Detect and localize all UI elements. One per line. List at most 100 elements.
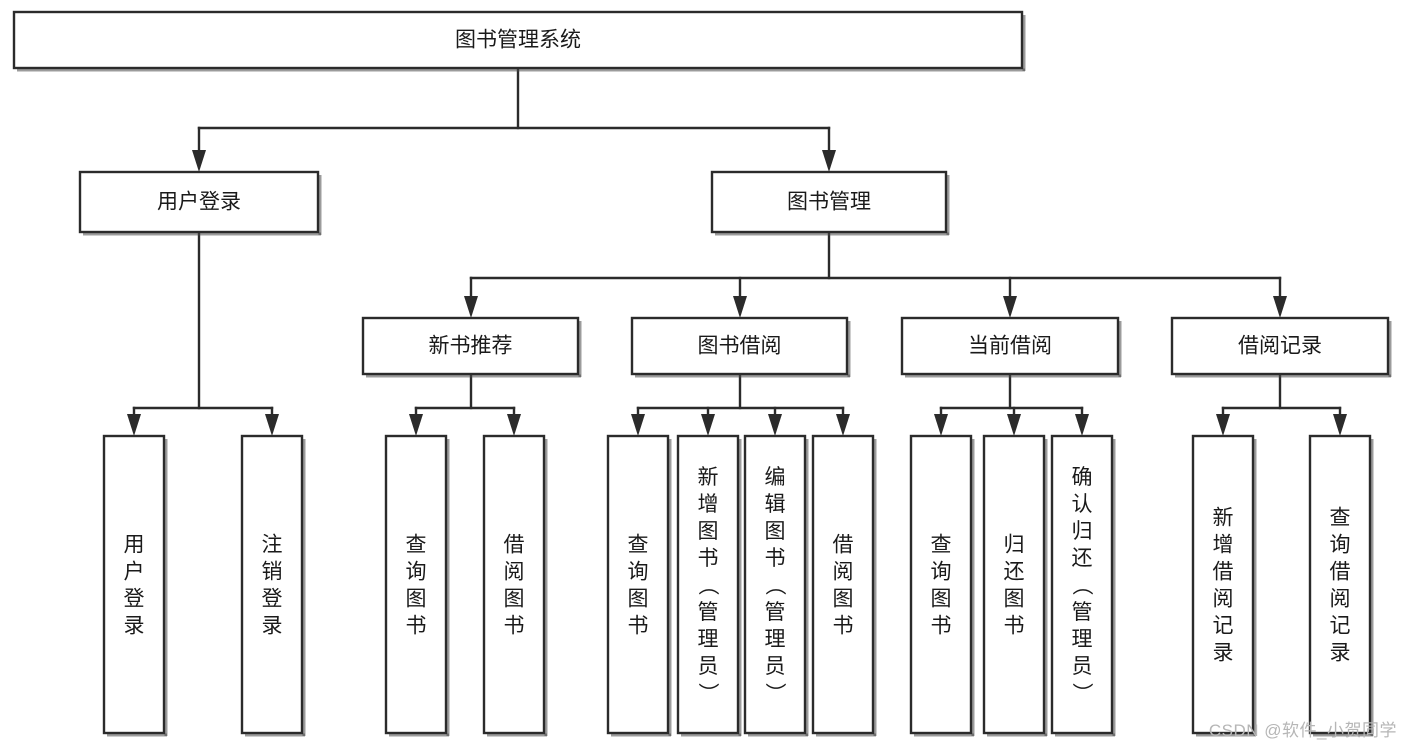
node-box[interactable] [240,434,304,735]
arrow-head-icon [1007,414,1021,436]
node-label-char: （ [1070,575,1093,596]
node-box[interactable] [1170,316,1390,376]
node-label-char: 查 [628,534,649,557]
node-box[interactable] [606,434,670,735]
arrow-head-icon [631,414,645,436]
arrow-head-icon [1075,414,1089,436]
node-label-char: 用 [124,534,145,557]
node-book-borrow[interactable]: 图书借阅 [630,316,851,378]
node-label-char: 查 [1330,507,1351,530]
node-shadow [738,439,742,736]
node-label-char: 理 [698,628,719,651]
node-box[interactable] [900,316,1120,376]
node-label-char: 查 [406,534,427,557]
node-box[interactable] [743,434,807,735]
node-shadow [1253,439,1257,736]
node-leaf-user-login[interactable]: 用户登录 [102,434,168,737]
node-shadow [1196,733,1256,737]
node-shadow [987,733,1047,737]
arrow-head-icon [127,414,141,436]
node-label-char: 询 [931,561,952,584]
node-current-borrow[interactable]: 当前借阅 [900,316,1122,378]
node-shadow [748,733,808,737]
node-label-char: ） [1070,683,1093,704]
node-label-char: 户 [124,561,145,584]
node-box[interactable] [811,434,875,735]
node-box[interactable] [1050,434,1114,735]
node-label-char: 阅 [833,561,854,584]
node-box[interactable] [384,434,448,735]
arrow-head-icon [192,150,206,172]
node-shadow [905,374,1121,378]
node-label-char: 还 [1004,561,1025,584]
node-box[interactable] [676,434,740,735]
node-box[interactable] [361,316,580,376]
node-label-char: 书 [406,615,427,638]
node-label-char: （ [696,575,719,596]
node-box[interactable] [102,434,166,735]
node-label-char: 归 [1004,534,1025,557]
node-label-char: 注 [262,534,283,557]
node-box[interactable] [1308,434,1372,735]
node-shadow [635,374,850,378]
arrow-head-icon [934,414,948,436]
node-label-char: 登 [124,588,145,611]
arrow-head-icon [701,414,715,436]
node-box[interactable] [1191,434,1255,735]
node-borrow-record[interactable]: 借阅记录 [1170,316,1392,378]
node-label-char: 图 [765,520,786,543]
node-shadow [715,232,949,236]
node-label: 用户登录 [157,191,241,214]
node-shadow [873,439,877,736]
node-label-char: 询 [1330,534,1351,557]
node-label: 借阅记录 [1238,335,1322,358]
node-book-manage[interactable]: 图书管理 [710,170,950,236]
arrow-head-icon [507,414,521,436]
node-shadow [1370,439,1374,736]
node-label-char: 查 [931,534,952,557]
node-user-login[interactable]: 用户登录 [78,170,322,236]
arrow-head-icon [464,296,478,318]
node-shadow [578,321,582,377]
connector-group-root [192,66,836,172]
node-label-char: 书 [504,615,525,638]
node-shadow [681,733,741,737]
node-box[interactable] [982,434,1046,735]
connector-group-borrow-record [1216,372,1347,436]
node-shadow [107,733,167,737]
node-shadow [1175,374,1391,378]
node-new-book-rec[interactable]: 新书推荐 [361,316,582,378]
arrow-head-icon [409,414,423,436]
node-shadow [946,175,950,235]
node-label-char: 询 [406,561,427,584]
arrow-head-icon [1216,414,1230,436]
node-box[interactable] [482,434,546,735]
node-shadow [816,733,876,737]
node-box[interactable] [12,10,1024,70]
node-label-char: 还 [1072,547,1093,570]
node-label-char: 认 [1072,493,1093,516]
node-root[interactable]: 图书管理系统 [12,10,1026,72]
node-box[interactable] [710,170,948,234]
node-box[interactable] [630,316,849,376]
node-label-char: 录 [262,615,283,638]
node-shadow [17,68,1025,72]
node-box[interactable] [909,434,973,735]
node-box[interactable] [78,170,320,234]
node-label-char: 阅 [1213,588,1234,611]
node-label-char: 理 [765,628,786,651]
node-label-char: 录 [124,615,145,638]
node-label-char: 阅 [504,561,525,584]
